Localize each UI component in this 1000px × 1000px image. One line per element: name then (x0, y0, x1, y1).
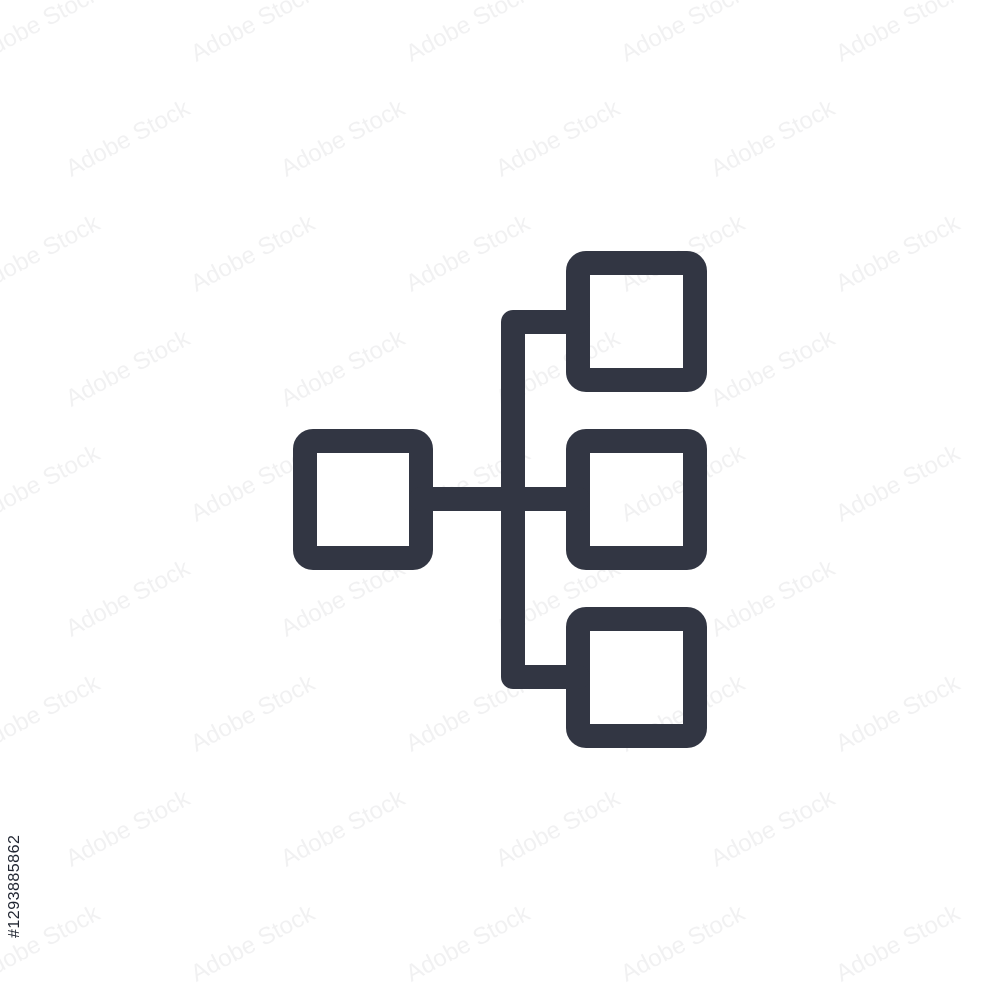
child-node-box-middle (566, 429, 707, 570)
vertical-trunk-line (501, 310, 590, 689)
stock-id-label: #1293885862 (6, 834, 23, 938)
child-node-box-top (566, 251, 707, 392)
child-node-box-bottom (566, 607, 707, 748)
root-node-box (293, 429, 433, 570)
